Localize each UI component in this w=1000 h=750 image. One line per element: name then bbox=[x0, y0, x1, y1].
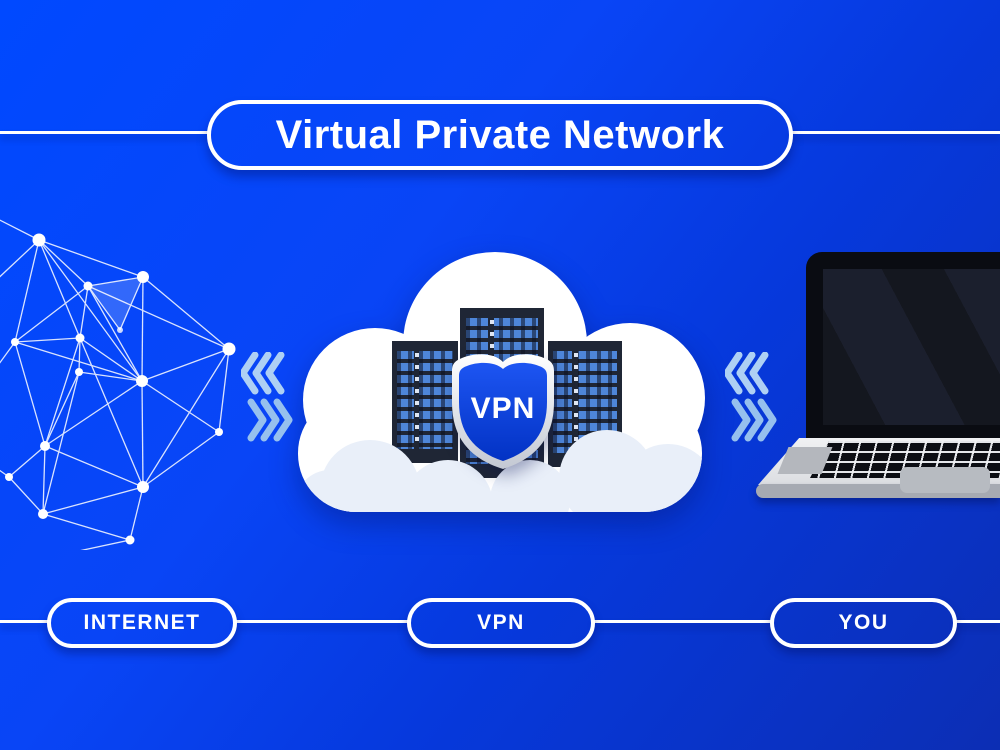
server-rack-left bbox=[392, 341, 458, 463]
title-banner: Virtual Private Network bbox=[207, 100, 793, 170]
server-rack-leds bbox=[396, 351, 454, 449]
double-chevron-arrows-icon-left bbox=[241, 352, 293, 442]
bottom-connector-line-2 bbox=[235, 620, 409, 623]
label-pill-internet: INTERNET bbox=[47, 598, 237, 648]
vpn-label: VPN bbox=[477, 611, 525, 634]
page-title: Virtual Private Network bbox=[275, 112, 725, 157]
bottom-connector-line-1 bbox=[0, 620, 49, 623]
internet-label: INTERNET bbox=[83, 611, 201, 634]
bottom-connector-line-4 bbox=[955, 620, 1000, 623]
title-connector-line-left bbox=[0, 131, 209, 134]
network-mesh-icon bbox=[0, 219, 236, 550]
label-pill-vpn: VPN bbox=[407, 598, 595, 648]
label-pill-you: YOU bbox=[770, 598, 957, 648]
you-label: YOU bbox=[838, 611, 889, 634]
title-connector-line-right bbox=[791, 131, 1000, 134]
bottom-connector-line-3 bbox=[593, 620, 772, 623]
double-chevron-arrows-icon-right bbox=[725, 352, 777, 442]
laptop-trackpad bbox=[900, 467, 990, 493]
vpn-shield-icon: VPN bbox=[452, 354, 554, 469]
shield-label: VPN bbox=[471, 392, 536, 425]
cloud-puffs bbox=[298, 430, 705, 512]
laptop-screen bbox=[823, 269, 1000, 425]
